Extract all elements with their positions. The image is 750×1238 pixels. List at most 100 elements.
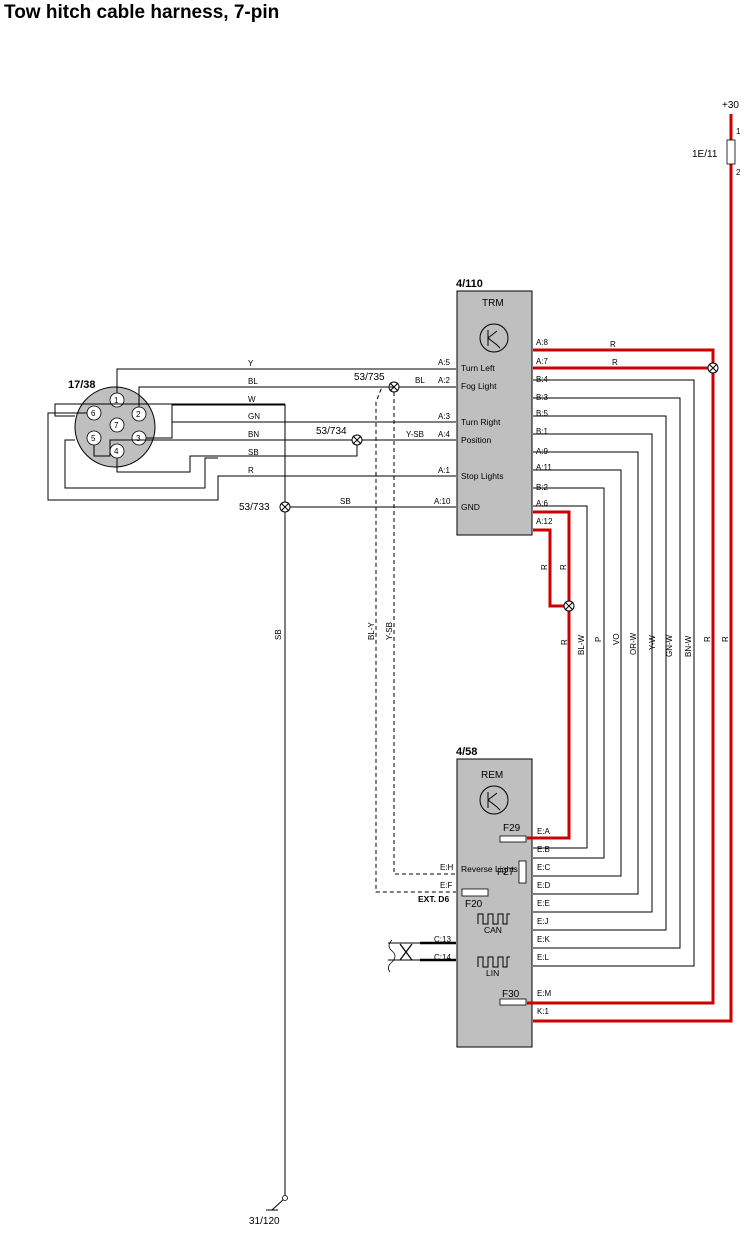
can-waveform-icon [477, 913, 510, 925]
wire-gn-label: GN [248, 412, 260, 421]
fuse-f20 [461, 888, 489, 897]
wire-bl-fog-label: BL [415, 376, 425, 385]
trm-id: 4/110 [456, 278, 483, 290]
trm-pin-a5: A:5 [438, 358, 451, 367]
fuse-1e11-label: 1E/11 [692, 149, 718, 160]
rem-pin-ed: E:D [537, 881, 551, 890]
wire-y-label: Y [248, 359, 254, 368]
wire-r-label: R [248, 466, 254, 475]
trm-pin-a12: A:12 [536, 517, 553, 526]
connector-pin-3: 3 [136, 434, 141, 443]
rem-pin-ej: E:J [537, 917, 549, 926]
trm-pin-a10: A:10 [434, 497, 451, 506]
rem-pin-c13: C:13 [434, 935, 451, 944]
wire-r-vert-1: R [540, 564, 549, 570]
rem-pin-ea: E:A [537, 827, 551, 836]
fuse-f27-label: F27 [497, 867, 515, 878]
trm-pin-b5: B:5 [536, 409, 549, 418]
rem-label-reverse-lights: Reverse Lights [461, 864, 518, 874]
connector-pin-1: 1 [114, 396, 119, 405]
supply-label: +30 [722, 100, 739, 111]
rem-pin-eh: E:H [440, 863, 454, 872]
splice-53-735-label: 53/735 [354, 372, 385, 383]
trm-pin-a11: A:11 [536, 463, 552, 472]
bundle-label-r3: R [721, 636, 730, 642]
fuse-f27 [518, 860, 527, 884]
connector-pin-7: 7 [114, 421, 119, 430]
bundle-label-y-w: Y-W [648, 635, 657, 650]
trm-transistor-icon [479, 323, 509, 353]
fuse-f20-label: F20 [465, 899, 483, 910]
fuse-pin-2: 2 [736, 168, 741, 177]
bundle-label-bl-w: BL-W [577, 635, 586, 655]
ground-label: 31/120 [249, 1216, 280, 1227]
lin-waveform-icon [477, 956, 510, 968]
trm-pin-b1: B:1 [536, 427, 549, 436]
wire-sb-gnd-label: SB [340, 497, 351, 506]
trm-pin-a3: A:3 [438, 412, 451, 421]
trm-pin-a7: A:7 [536, 357, 549, 366]
trm-module [456, 290, 533, 536]
trm-pin-a2: A:2 [438, 376, 451, 385]
fuse-f29-label: F29 [503, 823, 521, 834]
wire-bn-label: BN [248, 430, 259, 439]
rem-pin-k1: K:1 [537, 1007, 550, 1016]
connector-pin-4: 4 [114, 447, 119, 456]
rem-pin-em: E:M [537, 989, 552, 998]
connector-pin-5: 5 [91, 434, 96, 443]
fuse-f29 [499, 835, 527, 843]
bundle-label-p: P [594, 637, 603, 642]
rem-transistor-icon [479, 785, 509, 815]
rem-pin-el: E:L [537, 953, 550, 962]
rem-name: REM [481, 770, 503, 781]
wire-r-vert-2: R [559, 564, 568, 570]
connector-pin-2: 2 [136, 410, 141, 419]
trm-label-gnd: GND [461, 502, 480, 512]
rem-label-lin: LIN [486, 968, 499, 978]
connector-id: 17/38 [68, 379, 96, 391]
rem-id: 4/58 [456, 746, 477, 758]
fuse-pin-1: 1 [736, 127, 741, 136]
fuse-f30 [499, 998, 527, 1006]
splice-53-733-label: 53/733 [239, 502, 270, 513]
wire-bly-label: BL-Y [367, 622, 376, 640]
wire-r-a8: R [610, 340, 616, 349]
trm-pin-a6: A:6 [536, 499, 549, 508]
bundle-label-gn-w: GN-W [665, 634, 674, 657]
bundle-label-r2: R [703, 636, 712, 642]
trm-pin-a1: A:1 [438, 466, 451, 475]
trm-name: TRM [482, 298, 504, 309]
bundle-label-vo: VO [612, 633, 621, 645]
rem-pin-eb: E:B [537, 845, 550, 854]
trm-label-position: Position [461, 435, 492, 445]
trm-label-stop-lights: Stop Lights [461, 471, 504, 481]
rem-ext-d6: EXT. D6 [418, 894, 449, 904]
wire-sb-vert-label: SB [274, 629, 283, 640]
fuse-1e11 [726, 139, 736, 165]
fuse-f30-label: F30 [502, 989, 520, 1000]
bundle-label-bn-w: BN-W [684, 635, 693, 657]
rem-pin-ef: E:F [440, 881, 453, 890]
connector-pin-6: 6 [91, 409, 96, 418]
wire-ysb-vert-label: Y-SB [385, 622, 394, 640]
wire-ysb-label: Y-SB [406, 430, 424, 439]
trm-label-turn-right: Turn Right [461, 417, 501, 427]
splice-53-734-label: 53/734 [316, 426, 347, 437]
wire-w-label: W [248, 395, 256, 404]
bundle-label-or-w: OR-W [629, 632, 638, 655]
wire-bl-label: BL [248, 377, 258, 386]
bundle-label-r: R [560, 639, 569, 645]
trm-label-turn-left: Turn Left [461, 363, 495, 373]
trm-pin-a8: A:8 [536, 338, 549, 347]
wire-r-a7: R [612, 358, 618, 367]
rem-pin-c14: C:14 [434, 953, 451, 962]
rem-label-can: CAN [484, 925, 502, 935]
rem-pin-ek: E:K [537, 935, 551, 944]
trm-pin-a4: A:4 [438, 430, 451, 439]
wire-sb-label: SB [248, 448, 259, 457]
page-title: Tow hitch cable harness, 7-pin [4, 2, 280, 23]
rem-pin-ee: E:E [537, 899, 550, 908]
trm-label-fog-light: Fog Light [461, 381, 497, 391]
rem-pin-ec: E:C [537, 863, 551, 872]
